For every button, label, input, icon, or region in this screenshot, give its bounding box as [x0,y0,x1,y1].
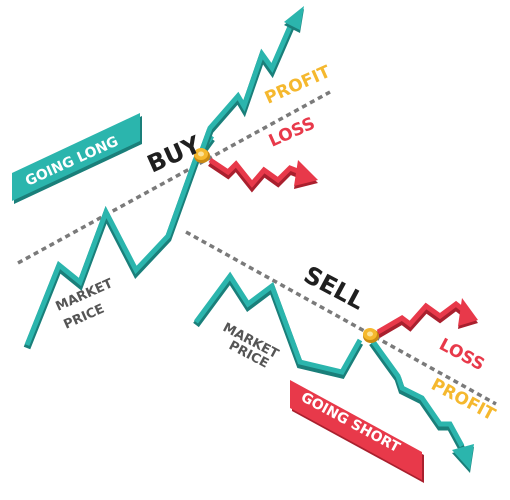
going-long-badge: GOING LONG [12,113,142,204]
short-profit-arrow [369,338,474,473]
sell-label: SELL [299,261,369,316]
sell-point-marker [363,328,379,343]
buy-label: BUY [143,130,205,178]
short-loss-arrow [376,298,478,339]
buy-point-marker [194,148,210,163]
long-loss-arrow [208,157,318,193]
long-section: GOING LONG BUY PROFIT LOSS MARKET PRICE [12,6,334,350]
short-loss-label: LOSS [436,335,488,375]
short-price-line [193,271,364,380]
long-price-line [23,134,215,350]
short-section: GOING SHORT SELL PROFIT LOSS MARKET PRIC… [185,230,499,483]
long-profit-arrow [198,6,304,155]
long-loss-label: LOSS [266,114,318,152]
